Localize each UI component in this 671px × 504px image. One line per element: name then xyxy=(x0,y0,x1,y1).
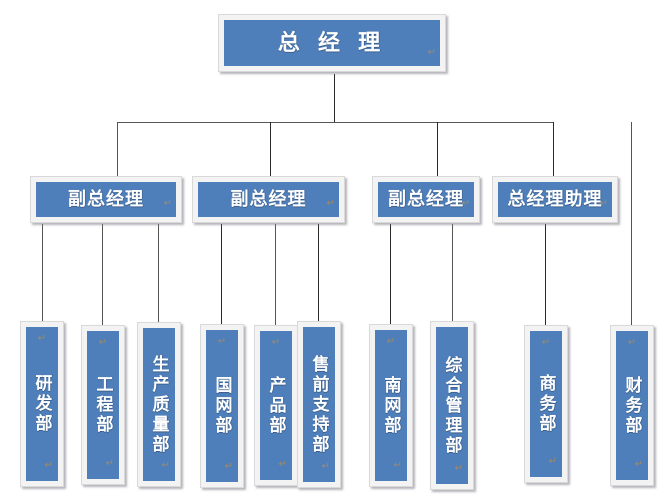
node-presales-support-department-label: 售前支持部 xyxy=(309,354,329,455)
node-business-department[interactable]: ↵ 商务部 ↵ xyxy=(524,325,568,483)
pilcrow-mark: ↵ xyxy=(321,461,330,472)
node-deputy-general-manager-3-label: 副总经理 xyxy=(388,189,464,210)
node-deputy-general-manager-3[interactable]: 副总经理 ↵ xyxy=(372,176,480,223)
node-state-grid-department-label: 国网部 xyxy=(212,376,232,436)
pilcrow-mark: ↵ xyxy=(44,460,53,471)
node-deputy-general-manager-3-fill: 副总经理 ↵ xyxy=(378,182,474,217)
node-production-quality-department[interactable]: 生产质量部 ↵ xyxy=(137,322,181,487)
node-rnd-department[interactable]: ↵ 研发部 ↵ xyxy=(20,321,64,487)
pilcrow-mark: ↵ xyxy=(98,337,108,348)
node-south-grid-department-fill: ↵ 南网部 ↵ xyxy=(375,330,407,481)
pilcrow-mark: ↵ xyxy=(163,198,172,209)
pilcrow-mark: ↵ xyxy=(548,456,557,467)
node-production-quality-department-fill: 生产质量部 ↵ xyxy=(143,328,175,481)
pilcrow-mark: ↵ xyxy=(278,459,287,470)
pilcrow-mark: ↵ xyxy=(105,458,114,469)
node-deputy-general-manager-1-fill: 副总经理 ↵ xyxy=(36,182,176,217)
node-assistant-to-general-manager-label: 总经理助理 xyxy=(507,189,603,210)
pilcrow-mark: ↵ xyxy=(326,198,335,209)
connector-deputy1-to-engineering xyxy=(102,224,103,325)
pilcrow-mark: ↵ xyxy=(224,461,233,472)
node-finance-department-label: 财务部 xyxy=(622,375,642,436)
connector-bus-to-finance xyxy=(631,122,632,325)
connector-root-stem xyxy=(334,74,335,123)
pilcrow-mark: ↵ xyxy=(217,336,227,347)
node-deputy-general-manager-1-label: 副总经理 xyxy=(68,189,144,210)
node-general-manager-fill: 总 经 理 ↵ xyxy=(224,20,440,66)
connector-deputy2-to-state-grid xyxy=(221,224,222,325)
node-deputy-general-manager-2-fill: 副总经理 ↵ xyxy=(198,182,339,217)
connector-bus-to-deputy-2 xyxy=(270,122,271,176)
node-general-management-department[interactable]: 综合管理部 ↵ xyxy=(430,321,474,490)
node-deputy-general-manager-2-label: 副总经理 xyxy=(230,189,307,210)
node-business-department-label: 商务部 xyxy=(536,374,556,434)
pilcrow-mark: ↵ xyxy=(634,459,643,470)
connector-deputy1-to-production-quality xyxy=(158,224,159,325)
node-south-grid-department[interactable]: ↵ 南网部 ↵ xyxy=(369,324,413,487)
connector-deputy2-to-product xyxy=(275,224,276,325)
node-finance-department[interactable]: ↵ 财务部 ↵ xyxy=(610,325,654,486)
node-assistant-to-general-manager-fill: 总经理助理 ↵ xyxy=(498,182,612,217)
pilcrow-mark: ↵ xyxy=(541,337,551,348)
node-engineering-department-label: 工程部 xyxy=(93,375,113,435)
node-assistant-to-general-manager[interactable]: 总经理助理 ↵ xyxy=(492,176,618,223)
node-engineering-department-fill: ↵ 工程部 ↵ xyxy=(87,331,119,479)
node-general-manager-label: 总 经 理 xyxy=(277,29,387,55)
pilcrow-mark: ↵ xyxy=(161,460,170,471)
node-state-grid-department[interactable]: ↵ 国网部 ↵ xyxy=(200,324,244,488)
pilcrow-mark: ↵ xyxy=(393,460,402,471)
node-engineering-department[interactable]: ↵ 工程部 ↵ xyxy=(81,325,125,485)
node-general-management-department-fill: 综合管理部 ↵ xyxy=(436,327,468,484)
node-product-department-fill: ↵ 产品部 ↵ xyxy=(260,331,292,480)
connector-bus-to-deputy-1 xyxy=(117,122,118,176)
connector-bus-to-deputy-3 xyxy=(437,122,438,176)
connector-bus-to-assistant xyxy=(553,122,554,176)
node-business-department-fill: ↵ 商务部 ↵ xyxy=(530,331,562,477)
node-finance-department-fill: ↵ 财务部 ↵ xyxy=(616,331,648,480)
pilcrow-mark: ↵ xyxy=(427,47,436,58)
connector-assistant-to-business xyxy=(545,224,546,325)
pilcrow-mark: ↵ xyxy=(454,463,463,474)
connector-deputy2-to-presales xyxy=(318,224,319,325)
node-presales-support-department[interactable]: 售前支持部 ↵ xyxy=(297,321,341,488)
node-product-department-label: 产品部 xyxy=(266,375,286,436)
node-rnd-department-label: 研发部 xyxy=(32,374,52,434)
connector-deputy3-to-south-grid xyxy=(390,224,391,325)
node-deputy-general-manager-2[interactable]: 副总经理 ↵ xyxy=(192,176,345,223)
node-production-quality-department-label: 生产质量部 xyxy=(149,354,169,455)
node-presales-support-department-fill: 售前支持部 ↵ xyxy=(303,327,335,482)
node-state-grid-department-fill: ↵ 国网部 ↵ xyxy=(206,330,238,482)
node-general-management-department-label: 综合管理部 xyxy=(442,355,462,456)
node-deputy-general-manager-1[interactable]: 副总经理 ↵ xyxy=(30,176,182,223)
node-rnd-department-fill: ↵ 研发部 ↵ xyxy=(26,327,58,481)
pilcrow-mark: ↵ xyxy=(37,333,47,344)
connector-main-bus xyxy=(117,122,554,123)
pilcrow-mark: ↵ xyxy=(627,337,637,348)
pilcrow-mark: ↵ xyxy=(386,336,396,347)
connector-deputy1-to-rnd xyxy=(42,224,43,325)
node-general-manager[interactable]: 总 经 理 ↵ xyxy=(218,14,446,72)
pilcrow-mark: ↵ xyxy=(271,337,281,348)
node-product-department[interactable]: ↵ 产品部 ↵ xyxy=(254,325,298,486)
connector-deputy3-to-general-management xyxy=(452,224,453,325)
node-south-grid-department-label: 南网部 xyxy=(381,375,401,436)
